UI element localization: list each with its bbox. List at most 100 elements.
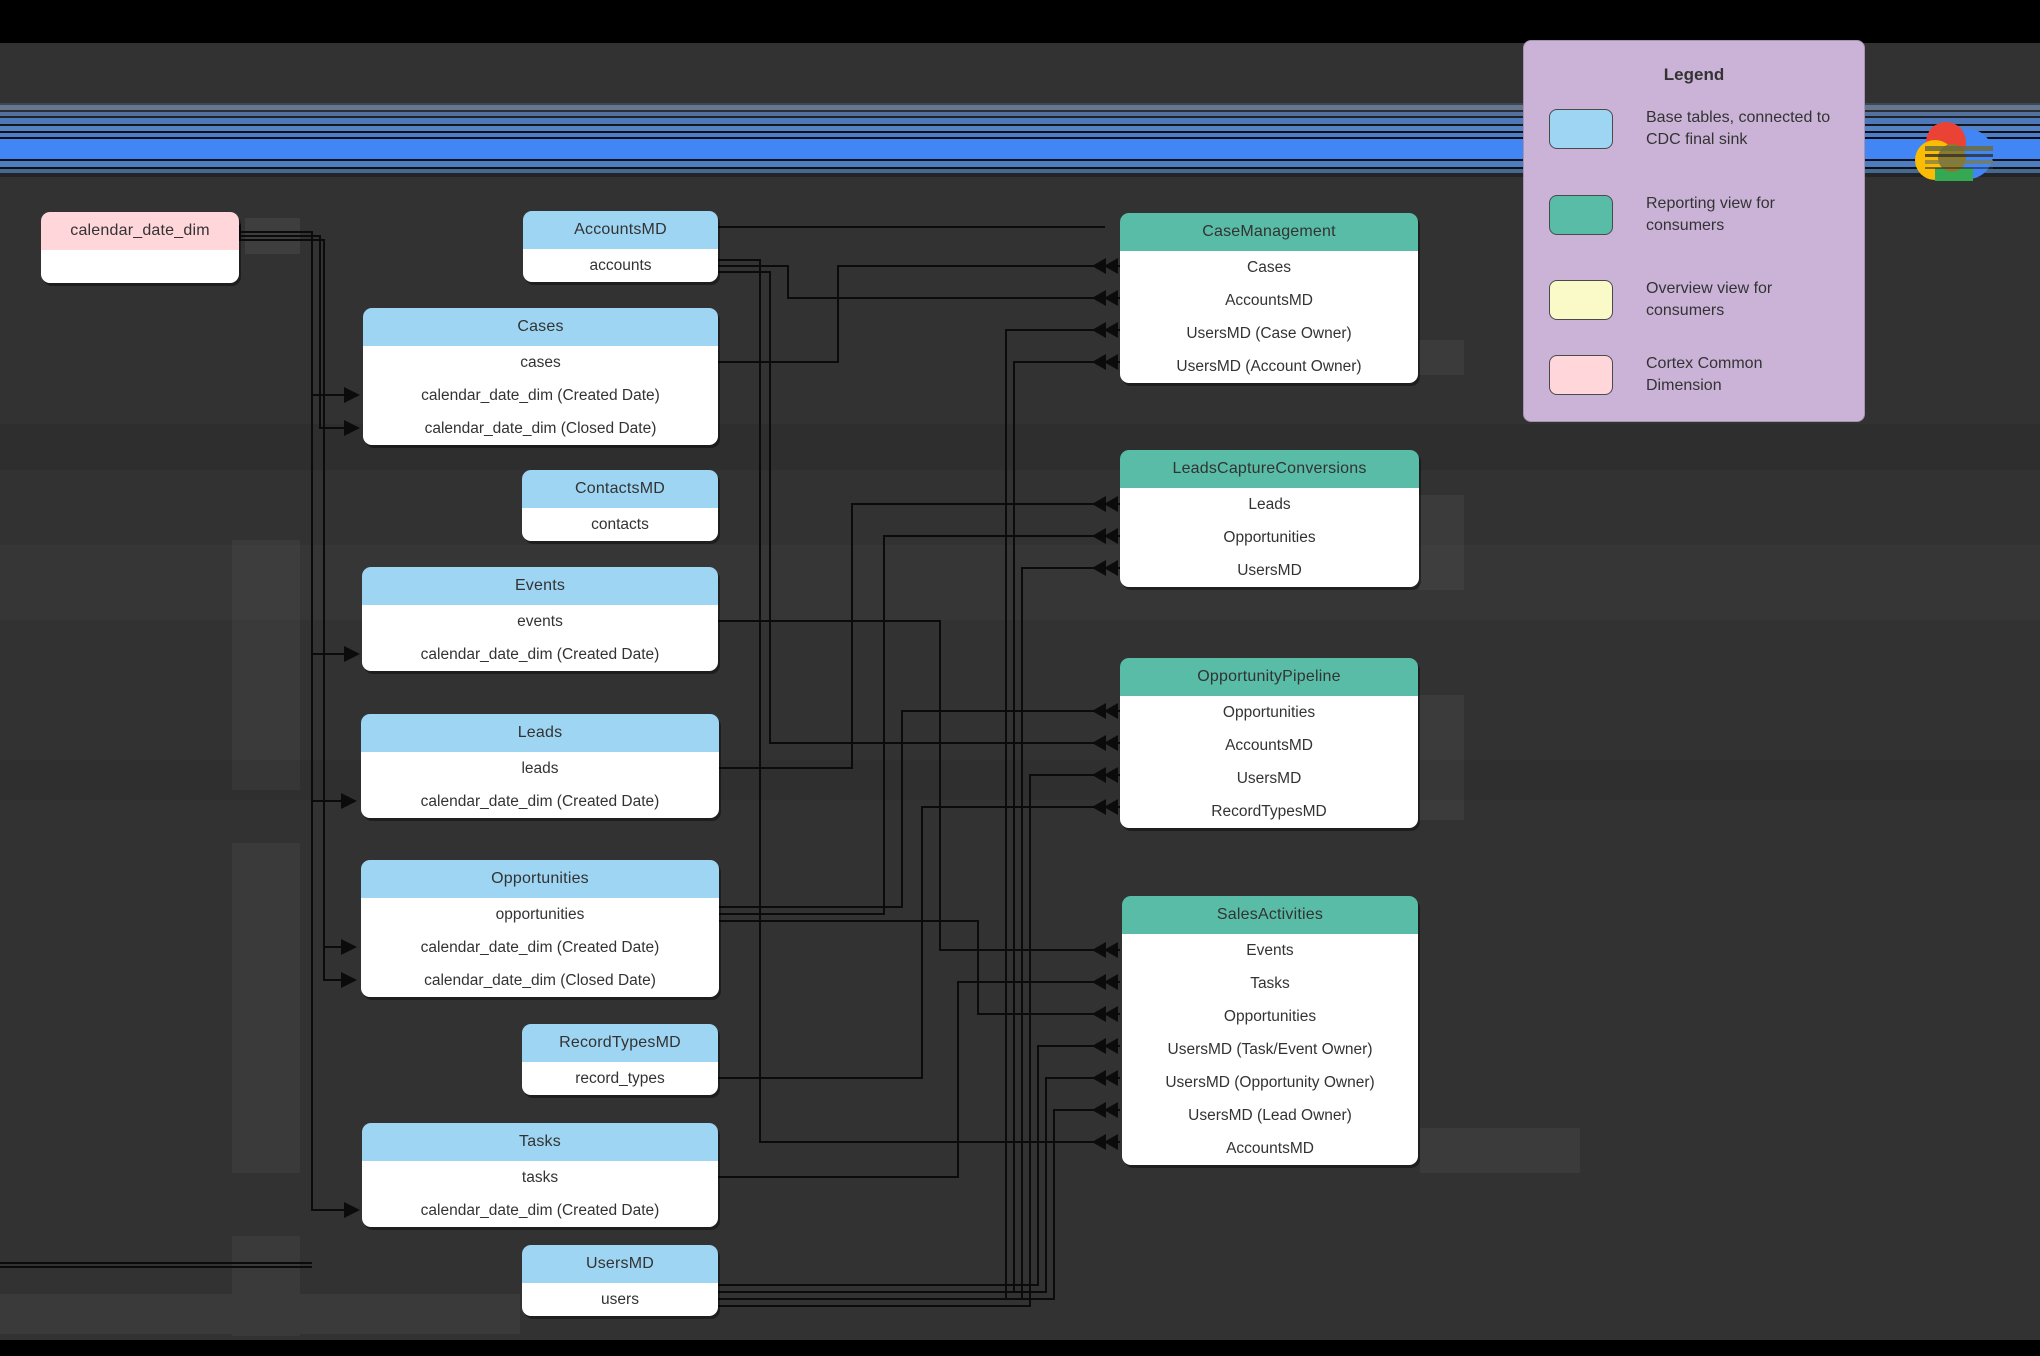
connector-line (239, 235, 358, 429)
connector-arrowhead (1092, 735, 1106, 751)
connector-arrowhead (1104, 322, 1118, 338)
connector-line (718, 567, 1120, 1300)
connector-line (718, 271, 1120, 744)
table-body: record_types (522, 1062, 718, 1095)
connector-arrowhead (344, 387, 360, 403)
connector-arrowhead (1092, 1134, 1106, 1150)
connector-arrowhead (1104, 703, 1118, 719)
table-body: tasks calendar_date_dim (Created Date) (362, 1161, 718, 1227)
table-row: UsersMD (Task/Event Owner) (1167, 1040, 1373, 1058)
connector-arrowhead (1104, 1006, 1118, 1022)
table-row: Opportunities (1222, 703, 1316, 721)
table-row: AccountsMD (1225, 291, 1313, 309)
table-row: UsersMD (Opportunity Owner) (1165, 1073, 1375, 1091)
connector-arrowhead (1092, 799, 1106, 815)
connector-line (718, 329, 1120, 1300)
connector-line (718, 1077, 1120, 1293)
table-row: UsersMD (1236, 769, 1302, 787)
connector-line (718, 620, 1120, 951)
connector-arrowhead (1104, 767, 1118, 783)
connector-arrowhead (1092, 1006, 1106, 1022)
table-body: opportunities calendar_date_dim (Created … (361, 898, 719, 997)
connector-arrowhead (1104, 799, 1118, 815)
table-row: cases (520, 353, 561, 371)
table-row: calendar_date_dim (Created Date) (420, 645, 660, 663)
connector-arrowhead (1092, 560, 1106, 576)
table-body: users (522, 1283, 718, 1316)
connector-arrowhead (1092, 703, 1106, 719)
table-row: UsersMD (Lead Owner) (1188, 1106, 1352, 1124)
connector-arrowhead (1092, 258, 1106, 274)
table-row: UsersMD (Case Owner) (1186, 324, 1352, 342)
connector-arrowhead (341, 793, 357, 809)
connector-line (718, 361, 1120, 1293)
connector-arrowhead (1104, 1102, 1118, 1118)
table-row: calendar_date_dim (Created Date) (420, 1201, 660, 1219)
table-row: calendar_date_dim (Closed Date) (424, 971, 656, 989)
table-calendar-date-dim[interactable]: calendar_date_dim (41, 212, 239, 283)
table-body (41, 250, 239, 283)
table-row: calendar_date_dim (Created Date) (421, 386, 660, 404)
table-body: accounts (523, 249, 718, 282)
table-title: Opportunities (361, 860, 719, 898)
table-title: OpportunityPipeline (1120, 658, 1418, 696)
table-row: opportunities (495, 905, 585, 923)
legend-title: Legend (1663, 65, 1725, 84)
connector-arrowhead (1092, 1038, 1106, 1054)
connector-arrowhead (1104, 735, 1118, 751)
connector-arrowhead (1092, 942, 1106, 958)
connector-arrowhead (341, 939, 357, 955)
table-title: AccountsMD (523, 211, 718, 249)
table-title: ContactsMD (522, 470, 718, 508)
google-cloud-logo-icon (1915, 122, 1993, 181)
connector-arrowhead (1104, 974, 1118, 990)
connector-line (718, 259, 1120, 1143)
table-row: AccountsMD (1226, 1139, 1314, 1157)
table-row: calendar_date_dim (Created Date) (420, 938, 660, 956)
connector-arrowhead (344, 646, 360, 662)
table-row: record_types (575, 1069, 665, 1087)
legend-swatch-3 (1549, 355, 1613, 396)
connector-arrowhead (1104, 258, 1118, 274)
table-opportunities[interactable]: Opportunities opportunities calendar_date_… (361, 860, 719, 997)
connector-arrowhead (1104, 496, 1118, 512)
connector-arrowhead (341, 972, 357, 988)
table-row: Opportunities (1223, 528, 1316, 546)
legend-item-2: Overview view for consumers (1549, 278, 1844, 322)
connector-line (718, 265, 1120, 299)
table-row: UsersMD (Account Owner) (1176, 357, 1362, 375)
connector-arrowhead (1092, 290, 1106, 306)
connector-line (718, 981, 1120, 1178)
table-row: leads (521, 759, 559, 777)
table-row (41, 250, 239, 283)
connector-arrowhead (1104, 290, 1118, 306)
table-row: Events (1246, 941, 1294, 959)
connector-arrowhead (1104, 1038, 1118, 1054)
connector-line (718, 1109, 1120, 1300)
connector-line (718, 774, 1120, 1307)
table-row: Tasks (1250, 974, 1290, 992)
legend-label: Cortex Common Dimension (1646, 355, 1763, 395)
table-row: accounts (589, 256, 652, 274)
table-accountsmd[interactable]: AccountsMD accounts (523, 211, 718, 282)
table-row: tasks (521, 1168, 559, 1186)
connector-arrowhead (1104, 1070, 1118, 1086)
legend-label: Base tables, connected to CDC final sink (1646, 109, 1831, 149)
